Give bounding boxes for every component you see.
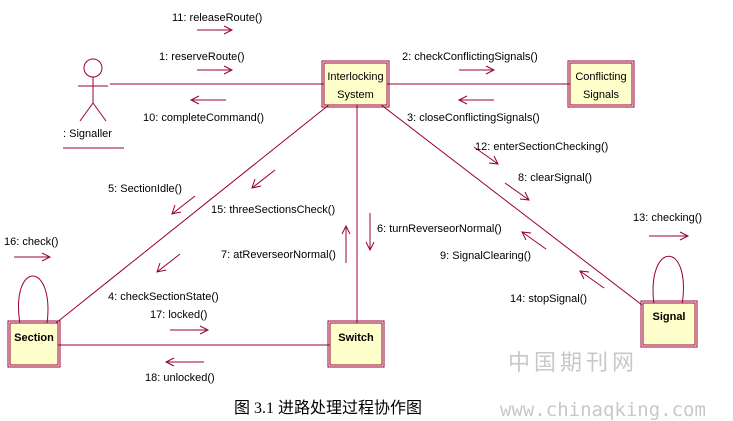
arrow-m18 xyxy=(164,357,204,367)
association-links xyxy=(18,83,684,346)
arrow-m7 xyxy=(341,224,351,263)
actor-head xyxy=(83,58,103,78)
msg-11: 11: releaseRoute() xyxy=(172,12,262,24)
watermark-cn: 中国期刊网 xyxy=(508,351,638,376)
arrow-m14 xyxy=(579,270,605,289)
arrow-m8 xyxy=(504,182,530,201)
interlocking-label-1: Interlocking xyxy=(327,71,383,83)
section-object: Section xyxy=(7,320,61,368)
msg-1: 1: reserveRoute() xyxy=(159,51,245,63)
msg-10: 10: completeCommand() xyxy=(143,112,264,124)
conflicting-signals-object: Conflicting Signals xyxy=(567,60,635,108)
switch-label: Switch xyxy=(338,332,374,344)
conflicting-label-2: Signals xyxy=(583,89,620,101)
link-interlocking-section xyxy=(55,103,331,324)
msg-8: 8: clearSignal() xyxy=(518,172,592,184)
interlocking-system-object: Interlocking System xyxy=(321,60,390,108)
self-loop-signal xyxy=(652,255,684,306)
msg-12: 12: enterSectionChecking() xyxy=(475,141,608,153)
msg-16: 16: check() xyxy=(4,236,58,248)
arrow-m2 xyxy=(459,65,496,75)
arrow-m17 xyxy=(170,325,210,335)
msg-9: 9: SignalClearing() xyxy=(440,250,531,262)
arrow-m6 xyxy=(365,213,375,252)
msg-15: 15: threeSectionsCheck() xyxy=(211,204,335,216)
arrow-m3 xyxy=(457,95,494,105)
arrow-m1 xyxy=(197,65,234,75)
msg-13: 13: checking() xyxy=(633,212,702,224)
watermark-url: www.chinaqking.com xyxy=(500,399,706,421)
self-loop-section xyxy=(18,275,49,325)
arrow-m9 xyxy=(521,231,547,250)
interlocking-label-2: System xyxy=(337,89,374,101)
msg-5: 5: SectionIdle() xyxy=(108,183,182,195)
message-labels: 11: releaseRoute() 1: reserveRoute() 10:… xyxy=(4,12,702,384)
arrow-m5 xyxy=(171,195,196,215)
signaller-actor: : Signaller xyxy=(63,58,124,149)
msg-6: 6: turnReverseorNormal() xyxy=(377,223,502,235)
signaller-label: : Signaller xyxy=(63,128,112,140)
msg-4: 4: checkSectionState() xyxy=(108,291,219,303)
msg-2: 2: checkConflictingSignals() xyxy=(402,51,538,63)
arrow-m15 xyxy=(251,169,276,189)
msg-17: 17: locked() xyxy=(150,309,207,321)
arrow-m16 xyxy=(14,252,52,262)
arrow-m12 xyxy=(473,146,499,165)
arrow-m13 xyxy=(649,231,690,241)
conflicting-label-1: Conflicting xyxy=(575,71,626,83)
signal-label: Signal xyxy=(652,311,685,323)
msg-18: 18: unlocked() xyxy=(145,372,215,384)
link-interlocking-signal xyxy=(379,103,643,306)
msg-14: 14: stopSignal() xyxy=(510,293,587,305)
switch-object: Switch xyxy=(327,320,385,368)
signal-object: Signal xyxy=(640,300,698,348)
msg-3: 3: closeConflictingSignals() xyxy=(407,112,540,124)
message-arrows xyxy=(14,25,690,367)
figure-caption: 图 3.1 进路处理过程协作图 xyxy=(234,399,422,417)
msg-7: 7: atReverseorNormal() xyxy=(221,249,336,261)
section-label: Section xyxy=(14,332,54,344)
arrow-m4 xyxy=(156,253,181,273)
arrow-m11 xyxy=(197,25,234,35)
arrow-m10 xyxy=(189,95,226,105)
